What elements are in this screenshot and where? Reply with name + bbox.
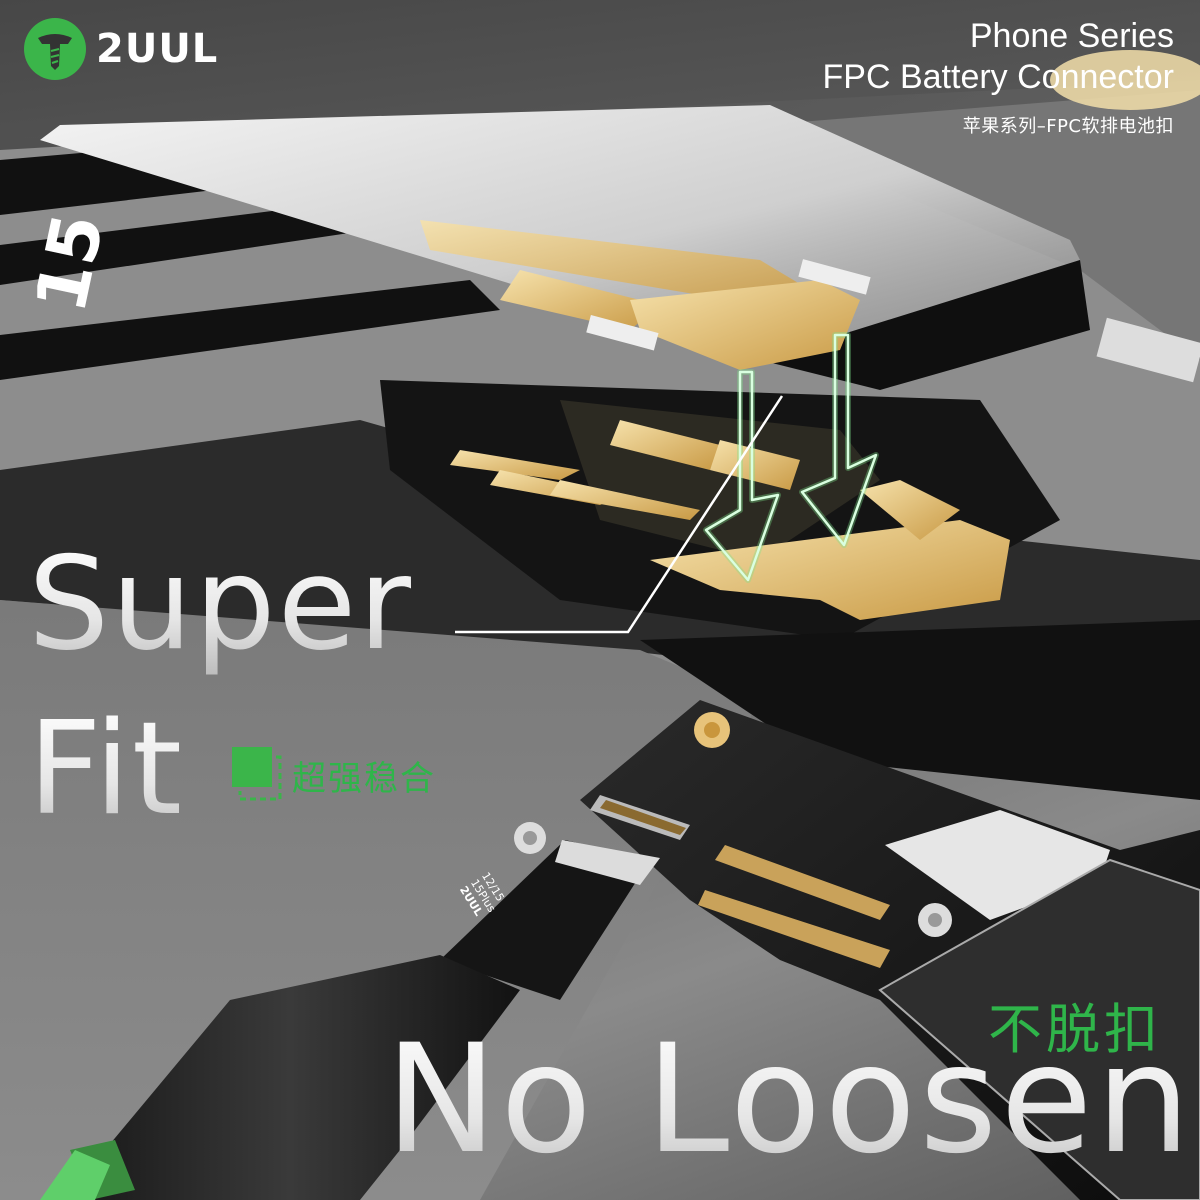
feature-fit-cn: 超强稳合 <box>292 758 436 799</box>
feature-fit-heading: Fit <box>28 695 185 844</box>
feature-super-heading: Super <box>28 530 413 679</box>
product-title-cn: 苹果系列–FPC软排电池扣 <box>962 116 1174 137</box>
product-series: Phone Series <box>969 17 1174 55</box>
feature-noloosen-heading: No Loosen <box>385 1010 1194 1190</box>
product-header: Phone Series FPC Battery Connector 苹果系列–… <box>823 16 1174 138</box>
product-title: FPC Battery Connector <box>822 58 1174 96</box>
board-marking: 15 <box>20 207 120 319</box>
feature-fit-tag: 超强稳合 <box>232 747 436 803</box>
feature-noloosen-cn: 不脱扣 <box>988 998 1162 1061</box>
connector-fit-icon <box>232 747 282 803</box>
brand-logo: 2UUL <box>24 18 218 80</box>
brand-name: 2UUL <box>96 26 219 72</box>
screw-icon <box>24 18 86 80</box>
